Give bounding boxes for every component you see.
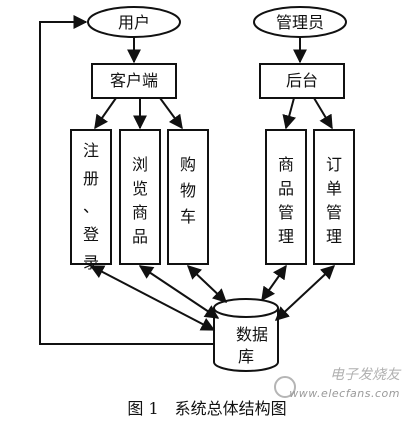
- database-label-line2: 库: [238, 347, 254, 366]
- database-label-line1: 数据: [236, 325, 268, 344]
- arrow-db-user-loop: [39, 15, 214, 345]
- database-node: [213, 298, 279, 372]
- arrow-order-db: [274, 265, 336, 321]
- register-login-label: 注册、登录: [83, 141, 99, 272]
- backend-box: [259, 63, 345, 99]
- product-mgmt-box: [265, 129, 307, 265]
- cart-box: [167, 129, 209, 265]
- register-login-box: [70, 129, 112, 265]
- order-mgmt-label: 订单管理: [326, 155, 342, 246]
- admin-label: 管理员: [276, 13, 324, 32]
- browse-label: 浏览商品: [132, 155, 148, 246]
- product-mgmt-label: 商品管理: [278, 155, 294, 246]
- arrow-browse-db: [138, 265, 220, 319]
- browse-box: [119, 129, 161, 265]
- user-label: 用户: [118, 13, 150, 32]
- arrow-cart-db: [186, 265, 228, 303]
- figure-caption: 图 1 系统总体结构图: [127, 399, 286, 418]
- client-box: [91, 63, 177, 99]
- watermark-title: 电子发烧友: [330, 367, 400, 383]
- arrow-client-register: [94, 97, 117, 130]
- arrow-backend-product: [282, 97, 297, 130]
- client-label: 客户端: [110, 71, 158, 90]
- arrow-backend-order: [313, 97, 333, 130]
- arrow-client-cart: [159, 97, 183, 130]
- backend-label: 后台: [286, 71, 318, 90]
- arrow-register-db: [89, 265, 216, 331]
- watermark-url: www.elecfans.com: [289, 387, 400, 400]
- watermark-logo-icon: [274, 376, 296, 398]
- arrow-product-db: [261, 264, 287, 302]
- cart-label: 购物车: [180, 155, 196, 226]
- order-mgmt-box: [313, 129, 355, 265]
